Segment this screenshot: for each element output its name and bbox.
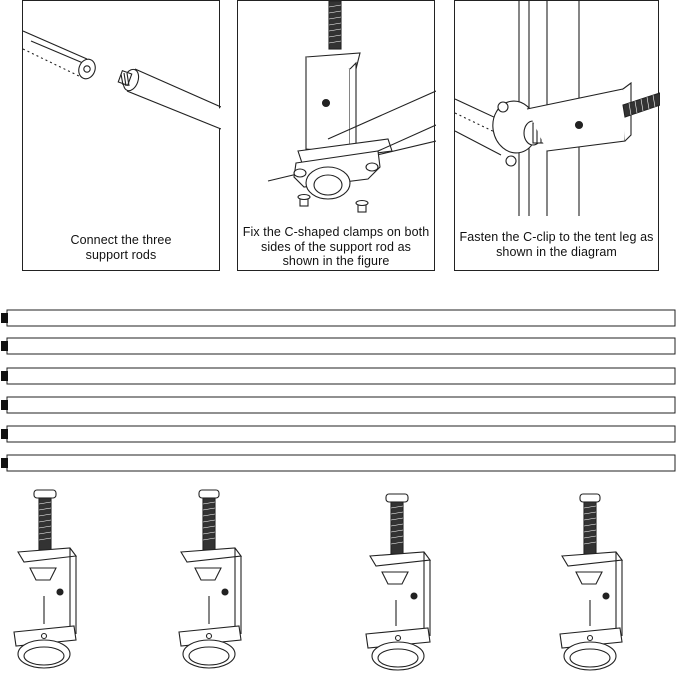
support-rod: [1, 337, 676, 355]
support-rod: [1, 454, 676, 472]
support-rod: [1, 367, 676, 385]
c-clamp: [13, 489, 78, 669]
tent-leg-illustration: [455, 1, 660, 216]
step-1-panel: Connect the three support rods: [22, 0, 221, 271]
c-clamp: [178, 489, 243, 669]
support-rod: [1, 396, 676, 414]
step-3-panel: Fasten the C-clip to the tent leg as sho…: [454, 0, 660, 271]
c-clamp: [559, 493, 624, 671]
step-2-caption: Fix the C-shaped clamps on both sides of…: [242, 225, 430, 268]
clamp-fixing-illustration: [267, 1, 436, 213]
rod-connection-illustration: [23, 30, 221, 130]
support-rod: [1, 425, 676, 443]
step-3-caption: Fasten the C-clip to the tent leg as sho…: [459, 230, 654, 259]
support-rod: [1, 309, 676, 327]
step-2-panel: Fix the C-shaped clamps on both sides of…: [237, 0, 436, 271]
support-rods-group: [1, 309, 676, 472]
step-1-caption: Connect the three support rods: [70, 233, 172, 262]
c-clamp: [365, 493, 432, 671]
